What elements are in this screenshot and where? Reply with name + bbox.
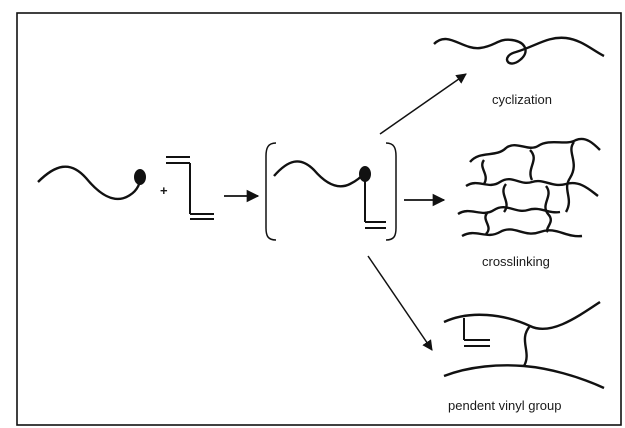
- figure-frame: [16, 12, 622, 426]
- radical-dot-icon: [134, 169, 146, 185]
- cyclization-product: [433, 36, 605, 65]
- plus-sign: +: [160, 183, 168, 198]
- radical-dot-icon: [359, 166, 371, 182]
- divinyl-monomer-icon: [166, 156, 214, 220]
- label-pendent-vinyl-group: pendent vinyl group: [448, 398, 561, 413]
- label-cyclization: cyclization: [492, 92, 552, 107]
- intermediate-bracket: [265, 142, 397, 241]
- pendent-vinyl-icon: [463, 318, 490, 347]
- intermediate-chain: [273, 160, 386, 229]
- label-crosslinking: crosslinking: [482, 254, 550, 269]
- polymer-radical-chain: [37, 165, 146, 201]
- arrow-to-pendent: [367, 255, 433, 351]
- crosslinking-network: [457, 137, 601, 238]
- pendent-vinyl-product: [443, 301, 605, 390]
- arrow-to-cyclization: [379, 73, 467, 135]
